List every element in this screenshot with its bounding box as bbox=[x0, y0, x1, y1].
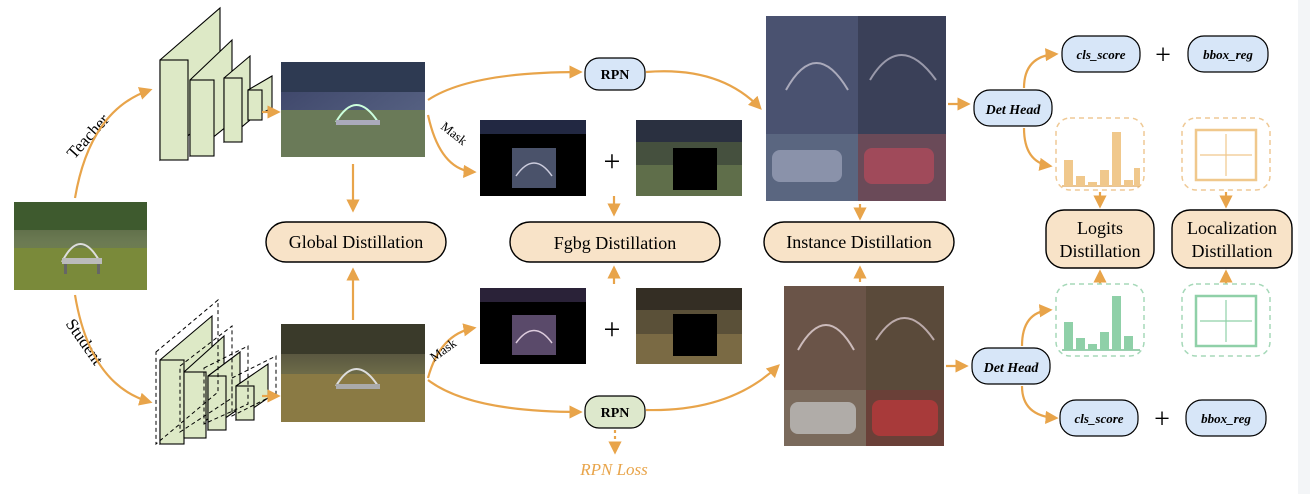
student-network-icon bbox=[155, 298, 277, 446]
student-feature-image bbox=[281, 324, 425, 422]
plus-teacher-mask: + bbox=[604, 145, 621, 178]
student-histogram-icon bbox=[1055, 283, 1145, 357]
det-head-teacher-label: Det Head bbox=[985, 103, 1042, 118]
cls-score-teacher-label: cls_score bbox=[1076, 47, 1125, 62]
plus-teacher-outputs: + bbox=[1155, 40, 1171, 71]
det-head-student-label: Det Head bbox=[983, 361, 1040, 376]
bbox-reg-teacher-label: bbox_reg bbox=[1203, 47, 1253, 62]
global-distillation-label: Global Distillation bbox=[289, 232, 424, 252]
rpn-teacher-box bbox=[584, 57, 646, 91]
student-background-mask-image bbox=[636, 288, 742, 364]
bbox-reg-student-box bbox=[1185, 399, 1267, 437]
fgbg-distillation-box bbox=[509, 221, 721, 263]
rpn-loss-label: RPN Loss bbox=[579, 460, 648, 479]
input-image bbox=[14, 202, 147, 290]
plus-student-outputs: + bbox=[1154, 404, 1170, 435]
teacher-bbox-icon bbox=[1181, 117, 1271, 191]
rpn-student-label: RPN bbox=[601, 406, 630, 421]
student-label: Student bbox=[62, 315, 108, 369]
page-edge-strip bbox=[1298, 0, 1310, 494]
logits-distillation-box bbox=[1045, 209, 1155, 269]
teacher-label: Teacher bbox=[63, 110, 113, 163]
mask-bottom-label: Mask bbox=[427, 335, 460, 364]
teacher-background-mask-image bbox=[636, 120, 742, 196]
teacher-instance-crops-image bbox=[766, 16, 946, 201]
plus-student-mask: + bbox=[604, 313, 621, 346]
student-foreground-mask-image bbox=[480, 288, 586, 364]
logits-distillation-label-line1: Logits bbox=[1077, 218, 1123, 238]
fgbg-distillation-label: Fgbg Distillation bbox=[554, 233, 677, 253]
rpn-teacher-label: RPN bbox=[601, 68, 630, 83]
teacher-feature-image bbox=[281, 62, 425, 157]
instance-distillation-label: Instance Distillation bbox=[786, 232, 931, 252]
det-head-student-box bbox=[971, 347, 1051, 385]
localization-distillation-label-line2: Distillation bbox=[1192, 241, 1273, 261]
global-distillation-box bbox=[265, 221, 447, 263]
student-bbox-icon bbox=[1181, 283, 1271, 357]
cls-score-student-label: cls_score bbox=[1074, 411, 1123, 426]
teacher-foreground-mask-image bbox=[480, 120, 586, 196]
mask-top-label: Mask bbox=[438, 119, 470, 149]
localization-distillation-box bbox=[1171, 209, 1293, 269]
cls-score-teacher-box bbox=[1061, 35, 1141, 73]
instance-distillation-box bbox=[763, 221, 955, 263]
rpn-student-box bbox=[584, 395, 646, 429]
logits-distillation-label-line2: Distillation bbox=[1060, 241, 1141, 261]
bbox-reg-teacher-box bbox=[1187, 35, 1269, 73]
localization-distillation-label-line1: Localization bbox=[1187, 218, 1277, 238]
bbox-reg-student-label: bbox_reg bbox=[1201, 411, 1251, 426]
det-head-teacher-box bbox=[973, 89, 1053, 127]
cls-score-student-box bbox=[1059, 399, 1139, 437]
teacher-network-icon bbox=[159, 6, 273, 162]
student-instance-crops-image bbox=[784, 286, 944, 446]
teacher-histogram-icon bbox=[1055, 117, 1145, 191]
